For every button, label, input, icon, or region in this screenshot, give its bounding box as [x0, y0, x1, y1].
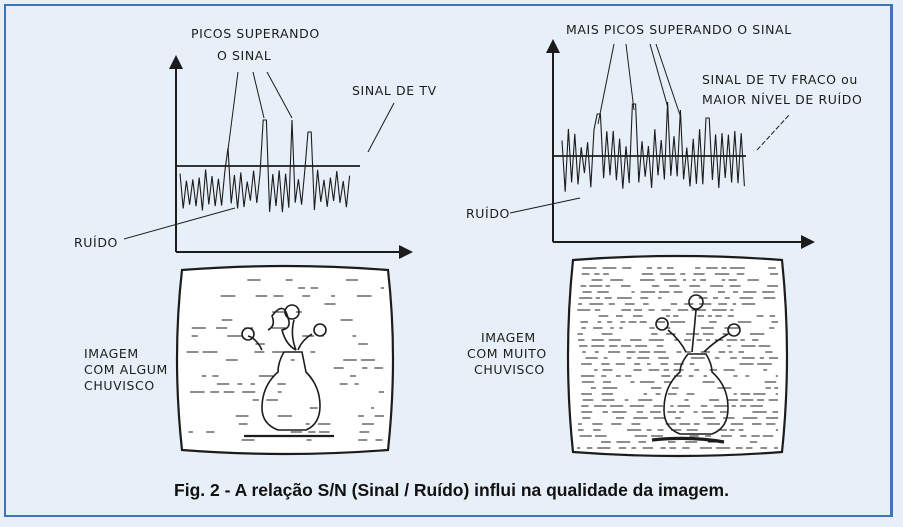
left-image-label-3: CHUVISCO: [84, 378, 155, 393]
right-peak-pointer: [625, 43, 635, 111]
right-tv-screen: IMAGEM COM MUITO CHUVISCO: [467, 254, 789, 458]
right-signal-pointer: [756, 113, 791, 151]
right-noise-wave: [561, 101, 745, 192]
figure-caption: Fig. 2 - A relação S/N (Sinal / Ruído) i…: [174, 480, 729, 500]
right-image-label-2: COM MUITO: [467, 346, 547, 361]
right-image-label-1: IMAGEM: [481, 330, 536, 345]
left-tv-screen: IMAGEM COM ALGUM CHUVISCO: [84, 264, 395, 456]
right-screen-noise: [577, 267, 778, 449]
left-signal-pointer: [367, 102, 395, 153]
right-image-label-3: CHUVISCO: [474, 362, 545, 377]
right-signal-label-2: MAIOR NÍVEL DE RUÍDO: [702, 92, 862, 107]
right-noise-label: RUÍDO: [466, 206, 510, 221]
figure-frame: [4, 4, 893, 517]
right-peak-pointer: [649, 43, 669, 109]
left-tv-outline: [175, 264, 395, 456]
left-screen-noise: [186, 279, 384, 441]
left-peak-pointer: [252, 71, 265, 119]
left-peaks-label-2: O SINAL: [217, 48, 272, 63]
left-signal-label: SINAL DE TV: [352, 83, 437, 98]
left-noise-label: RUÍDO: [74, 235, 118, 250]
right-vase-drawing: [651, 294, 741, 444]
left-vase-drawing: [241, 304, 334, 438]
right-signal-label-1: SINAL DE TV FRACO ou: [702, 72, 858, 87]
left-noise-pointer: [123, 207, 236, 240]
left-graph: PICOS SUPERANDO O SINAL SINAL DE TV RUÍD…: [74, 26, 437, 259]
right-graph: MAIS PICOS SUPERANDO O SINAL SINAL DE TV…: [466, 22, 862, 249]
left-peak-pointer: [266, 71, 293, 119]
right-peaks-label: MAIS PICOS SUPERANDO O SINAL: [566, 22, 792, 37]
right-peak-pointer: [655, 43, 682, 119]
left-peak-pointer: [227, 71, 239, 151]
right-peak-pointer: [597, 43, 615, 125]
left-image-label-1: IMAGEM: [84, 346, 139, 361]
left-noise-wave: [179, 119, 351, 213]
left-peaks-label-1: PICOS SUPERANDO: [191, 26, 320, 41]
right-noise-pointer: [509, 197, 581, 214]
left-image-label-2: COM ALGUM: [84, 362, 168, 377]
